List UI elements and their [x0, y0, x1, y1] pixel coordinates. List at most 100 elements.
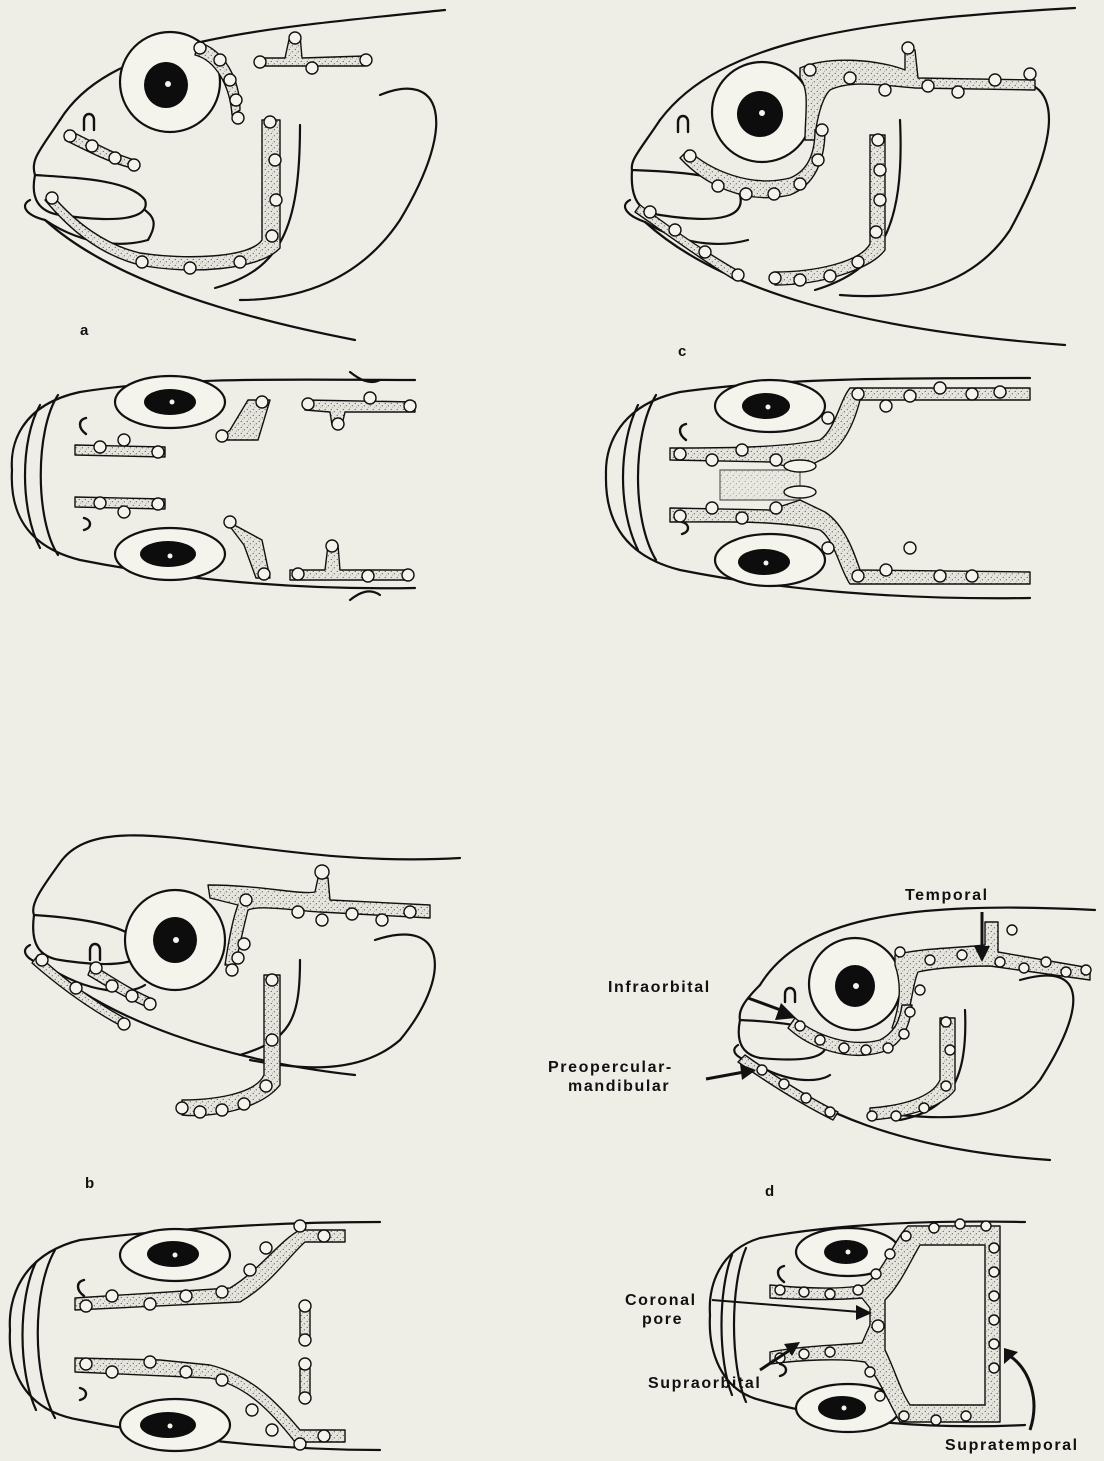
callout-preopercular-line2: mandibular: [568, 1078, 670, 1095]
pore: [799, 1349, 809, 1359]
pore: [232, 112, 244, 124]
pore: [870, 226, 882, 238]
pore: [874, 164, 886, 176]
head-dorsal-outline: [60, 10, 445, 120]
snout-outline: [632, 120, 660, 170]
pore: [80, 1358, 92, 1370]
pore: [674, 448, 686, 460]
pore: [879, 84, 891, 96]
snout-contour: [41, 395, 58, 555]
pore: [989, 1243, 999, 1253]
panel-a-label: a: [80, 322, 89, 339]
pore: [669, 224, 681, 236]
pore: [822, 542, 834, 554]
pore: [941, 1081, 951, 1091]
eye-glint: [842, 1406, 847, 1411]
pore: [824, 270, 836, 282]
pore: [292, 568, 304, 580]
snout-contour: [623, 405, 638, 550]
pore: [176, 1102, 188, 1114]
pore: [302, 398, 314, 410]
pore: [106, 1366, 118, 1378]
pore: [812, 154, 824, 166]
panel-d-dorsal-view: [710, 1219, 1025, 1432]
pore: [989, 1267, 999, 1277]
pore: [216, 430, 228, 442]
pore: [260, 1242, 272, 1254]
eye-glint: [168, 1424, 173, 1429]
pore: [360, 54, 372, 66]
pore: [294, 1220, 306, 1232]
pore: [825, 1289, 835, 1299]
pore: [346, 908, 358, 920]
pore: [376, 914, 388, 926]
pore: [740, 188, 752, 200]
eye-glint: [165, 81, 171, 87]
pore: [118, 434, 130, 446]
nostril-icon: [90, 944, 100, 960]
pore: [853, 1285, 863, 1295]
callout-supraorbital: Supraorbital: [648, 1375, 761, 1392]
eye-glint: [846, 1250, 851, 1255]
pore: [861, 1045, 871, 1055]
pore: [957, 950, 967, 960]
pore: [825, 1347, 835, 1357]
pore: [883, 1043, 893, 1053]
pore: [952, 86, 964, 98]
pore: [299, 1334, 311, 1346]
pore: [244, 1264, 256, 1276]
pore: [70, 982, 82, 994]
supratemporal-arrow: [1010, 1356, 1034, 1430]
panel-b-lateral-view: b: [25, 835, 460, 1192]
pore: [404, 400, 416, 412]
pupil: [140, 541, 196, 567]
pore: [844, 72, 856, 84]
pore: [804, 64, 816, 76]
pore: [905, 1007, 915, 1017]
pore: [126, 990, 138, 1002]
pore: [266, 1034, 278, 1046]
pore: [795, 1021, 805, 1031]
panel-d-lateral-view: d: [734, 908, 1095, 1200]
pore: [318, 1230, 330, 1242]
eye-glint: [173, 1253, 178, 1258]
pore: [289, 32, 301, 44]
nape-contour: [350, 591, 380, 600]
pore: [994, 386, 1006, 398]
pore: [404, 906, 416, 918]
nostril-icon: [80, 1388, 86, 1400]
pore: [779, 1079, 789, 1089]
supratemporal-canal: [290, 545, 410, 580]
pore: [770, 454, 782, 466]
nostril-icon: [680, 424, 686, 440]
pore: [238, 1098, 250, 1110]
pore: [684, 150, 696, 162]
pore: [981, 1221, 991, 1231]
pore: [230, 94, 242, 106]
panel-d-label: d: [765, 1183, 774, 1200]
pore: [839, 1043, 849, 1053]
pore: [899, 1029, 909, 1039]
pore: [94, 497, 106, 509]
pore: [90, 962, 102, 974]
eye-glint: [764, 561, 769, 566]
lower-jaw: [625, 200, 748, 244]
pore: [794, 274, 806, 286]
pore: [332, 418, 344, 430]
pore: [931, 1415, 941, 1425]
panel-b-label: b: [85, 1175, 94, 1192]
nostril-icon: [678, 116, 688, 132]
pore: [256, 396, 268, 408]
pore: [1061, 967, 1071, 977]
pore: [901, 1231, 911, 1241]
pore: [109, 152, 121, 164]
pore: [128, 159, 140, 171]
pore: [270, 194, 282, 206]
panel-c-label: c: [678, 343, 686, 360]
snout-outline: [33, 860, 62, 915]
callout-infraorbital: Infraorbital: [608, 979, 711, 996]
pore: [852, 570, 864, 582]
nostril-icon: [84, 518, 90, 530]
pore: [266, 1424, 278, 1436]
pore: [232, 952, 244, 964]
